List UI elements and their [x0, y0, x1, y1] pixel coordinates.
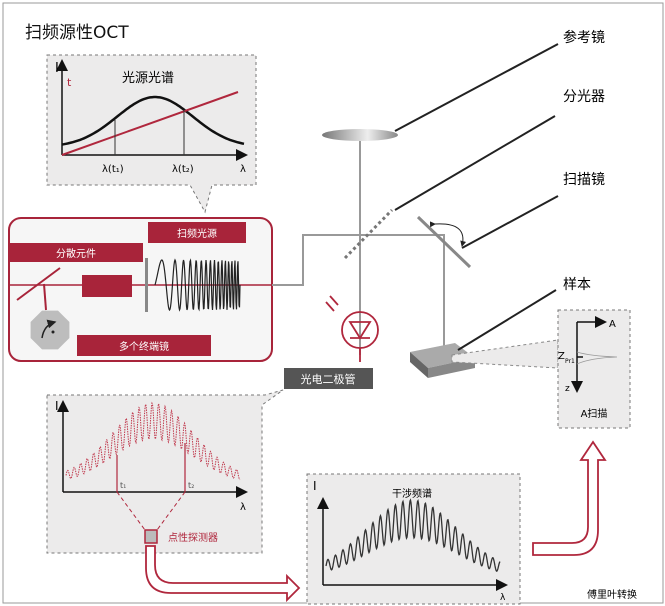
interference-signal — [325, 498, 501, 572]
scan-arrow-icon — [429, 221, 467, 247]
point-detector-label: 点性探测器 — [168, 531, 218, 544]
ascan-z-axis-label: z — [565, 384, 570, 394]
chirped-wave — [154, 258, 241, 312]
marker-lambda-t2: λ(t₂) — [172, 164, 194, 175]
interference-panel: I 干涉频谱 λ — [306, 473, 521, 605]
reference-mirror-label: 参考镜 — [563, 29, 605, 46]
y-axis-label: I — [313, 479, 317, 493]
fourier-transform-label: 傅里叶转换 — [587, 588, 637, 601]
point-detector — [144, 529, 158, 544]
rotating-polygon-mirror — [30, 310, 70, 350]
detector-plot-panel: I t₁ t₂ λ 点性探测器 — [46, 389, 284, 554]
end-mirrors-label: 多个终端镜 — [119, 340, 169, 353]
photodiode-icon — [325, 295, 379, 362]
t-axis-label: t — [67, 76, 72, 89]
dispersive-mirror — [16, 267, 61, 301]
diagram-title: 扫频源性OCT — [25, 23, 129, 43]
t2-label: t₂ — [188, 481, 194, 490]
beam-splitter-label: 分光器 — [563, 89, 605, 105]
gain-medium — [82, 275, 132, 297]
marker-lambda-t1: λ(t₁) — [102, 164, 124, 175]
beam-paths — [272, 140, 445, 355]
ascan-a-axis-label: A — [609, 319, 616, 330]
ascan-peak — [576, 351, 618, 365]
sample-label: 样本 — [563, 277, 591, 293]
swept-source-label: 扫频光源 — [177, 227, 217, 240]
y-axis-label: I — [55, 61, 59, 76]
output-slit — [145, 258, 148, 312]
y-axis-label: I — [55, 399, 59, 413]
spectrum-curve — [61, 95, 245, 146]
ascan-panel: A z Z Pr1 A扫描 — [451, 309, 631, 429]
scan-mirror-label: 扫描镜 — [563, 172, 605, 188]
leader-lines — [394, 43, 559, 351]
x-axis-label: λ — [500, 593, 506, 603]
dispersive-element-label: 分散元件 — [56, 247, 96, 260]
rotation-arrow-icon — [41, 319, 57, 339]
flow-arrow-icon — [145, 545, 301, 603]
spectrum-title: 光源光谱 — [122, 71, 174, 86]
photodiode-label: 光电二极管 — [301, 372, 356, 386]
t1-label: t₁ — [120, 481, 126, 490]
ascan-label: A扫描 — [581, 407, 608, 420]
time-line — [61, 91, 239, 156]
depth-label: Z — [558, 351, 565, 362]
depth-subscript: Pr1 — [565, 358, 575, 365]
interference-title: 干涉频谱 — [392, 487, 432, 500]
x-axis-label: λ — [240, 502, 246, 513]
beam-splitter — [343, 208, 394, 260]
swept-source-label-box — [148, 222, 246, 243]
x-axis-label: λ — [240, 164, 246, 175]
fourier-arrow-icon — [532, 440, 607, 556]
reference-mirror — [322, 129, 398, 141]
source-spectrum-panel: I t 光源光谱 λ(t₁) λ(t₂) λ — [46, 54, 257, 214]
swept-source-box: 扫频光源 分散元件 多个终端镜 — [8, 217, 273, 362]
